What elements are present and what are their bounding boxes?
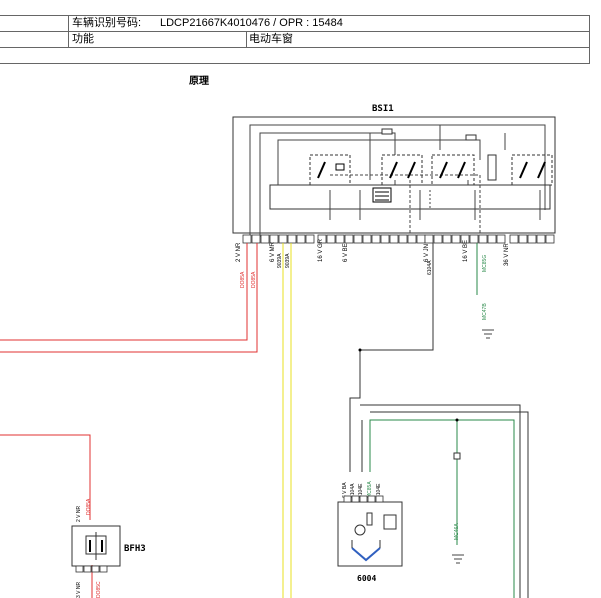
wire-label: 6104A xyxy=(427,260,433,275)
connector-pin xyxy=(99,565,108,573)
connector-pin xyxy=(380,234,390,244)
connector-pin xyxy=(536,234,546,244)
bsi-pin-label: 6 V BE xyxy=(343,243,349,262)
connector-pin xyxy=(460,234,470,244)
connector-pin xyxy=(260,234,270,244)
connector-pin xyxy=(317,234,327,244)
function-label: 功能 xyxy=(72,33,94,45)
connector-pin xyxy=(362,234,372,244)
green-wires xyxy=(369,243,515,598)
wire-label: 6104A xyxy=(350,483,356,498)
bfh-pin-label: 3 V NR xyxy=(76,581,82,598)
connector-pin xyxy=(478,234,488,244)
connector-pin xyxy=(518,234,528,244)
splice-icon xyxy=(453,452,461,460)
resistor-icon xyxy=(366,512,373,526)
connector-pin xyxy=(545,234,555,244)
bsi-connector xyxy=(242,234,555,244)
yellow-wires xyxy=(282,243,292,598)
connector-pin xyxy=(91,565,100,573)
connector-pin xyxy=(343,495,352,503)
bsi-pin-label: 36 V NR xyxy=(504,243,510,266)
switch-icon xyxy=(383,514,397,530)
bsi-chip-icon xyxy=(372,187,392,203)
connector-pin xyxy=(424,234,434,244)
wire-label: 6104E xyxy=(376,483,382,498)
connector-pin xyxy=(496,234,506,244)
bsi-pin-label: 2 V NR xyxy=(236,242,242,262)
wire-label: DO85A xyxy=(251,271,257,288)
connector-pin xyxy=(371,234,381,244)
bfh-label: BFH3 xyxy=(124,544,146,554)
motor-pin-label: 6 V BA xyxy=(342,482,348,498)
header-table: 车辆识别号码: LDCP21667K4010476 / OPR : 15484 … xyxy=(0,15,601,65)
fuse-icon xyxy=(465,134,477,141)
connector-pin xyxy=(389,234,399,244)
bsi-box xyxy=(232,116,556,234)
connector-pin xyxy=(344,234,354,244)
connector-pin xyxy=(296,234,306,244)
connector-pin xyxy=(359,495,368,503)
connector-pin xyxy=(278,234,288,244)
connector-pin xyxy=(416,234,426,244)
bfh-connector xyxy=(75,565,108,573)
connector-pin xyxy=(75,565,84,573)
wire-label: 6104E xyxy=(358,483,364,498)
bsi-internal-traces xyxy=(249,124,546,237)
bsi-pin-label: 6 V MR xyxy=(270,241,276,262)
bsi-pin-label: 16 V BE xyxy=(463,240,469,262)
connector-pin xyxy=(367,495,376,503)
ground-icon xyxy=(452,329,494,564)
wire-label: DO85A xyxy=(240,271,246,288)
motor-connector xyxy=(343,495,384,503)
connector-pin xyxy=(442,234,452,244)
relay-group xyxy=(309,154,553,186)
section-title: 原理 xyxy=(189,76,209,87)
connector-pin xyxy=(487,234,497,244)
connector-pin xyxy=(269,234,279,244)
wire-label: DO85C xyxy=(96,581,102,598)
connector-pin xyxy=(335,234,345,244)
connector-pin xyxy=(353,234,363,244)
connector-pin xyxy=(251,234,261,244)
connector-pin xyxy=(326,234,336,244)
wire-label: MC47B xyxy=(482,303,488,320)
connector-pin xyxy=(509,234,519,244)
bsi-pin-label: 16 V GR xyxy=(318,238,324,262)
connector-pin xyxy=(407,234,417,244)
red-wires xyxy=(0,243,258,598)
motor-icon xyxy=(354,524,366,536)
connector-pin xyxy=(433,234,443,244)
connector-pin xyxy=(375,495,384,503)
motor-label: 6004 xyxy=(357,574,376,583)
vin-label: 车辆识别号码: xyxy=(72,17,142,29)
connector-pin xyxy=(469,234,479,244)
wire-label: MC85G xyxy=(482,255,488,272)
black-wires xyxy=(349,243,529,598)
bsi-label: BSI1 xyxy=(372,104,394,114)
wire-label: MC85A xyxy=(367,481,373,498)
wire-label: MC46A xyxy=(454,523,460,540)
bsi-pin-label: 6 V JN xyxy=(424,244,430,262)
connector-pin xyxy=(287,234,297,244)
connector-pin xyxy=(305,234,315,244)
bfh-pin-label: 2 V NR xyxy=(76,505,82,522)
function-value: 电动车窗 xyxy=(249,33,293,45)
connector-pin xyxy=(527,234,537,244)
fuse-icon xyxy=(381,128,393,135)
connector-pin xyxy=(398,234,408,244)
connector-pin xyxy=(451,234,461,244)
connector-pin xyxy=(83,565,92,573)
wire-label: 9039A xyxy=(277,253,283,268)
connector-pin xyxy=(242,234,252,244)
connector-pin xyxy=(351,495,360,503)
wire-label: 9039A xyxy=(285,253,291,268)
motor-chevron xyxy=(351,547,381,562)
wire-label: DO85A xyxy=(86,498,92,515)
vin-value: LDCP21667K4010476 / OPR : 15484 xyxy=(160,17,343,29)
